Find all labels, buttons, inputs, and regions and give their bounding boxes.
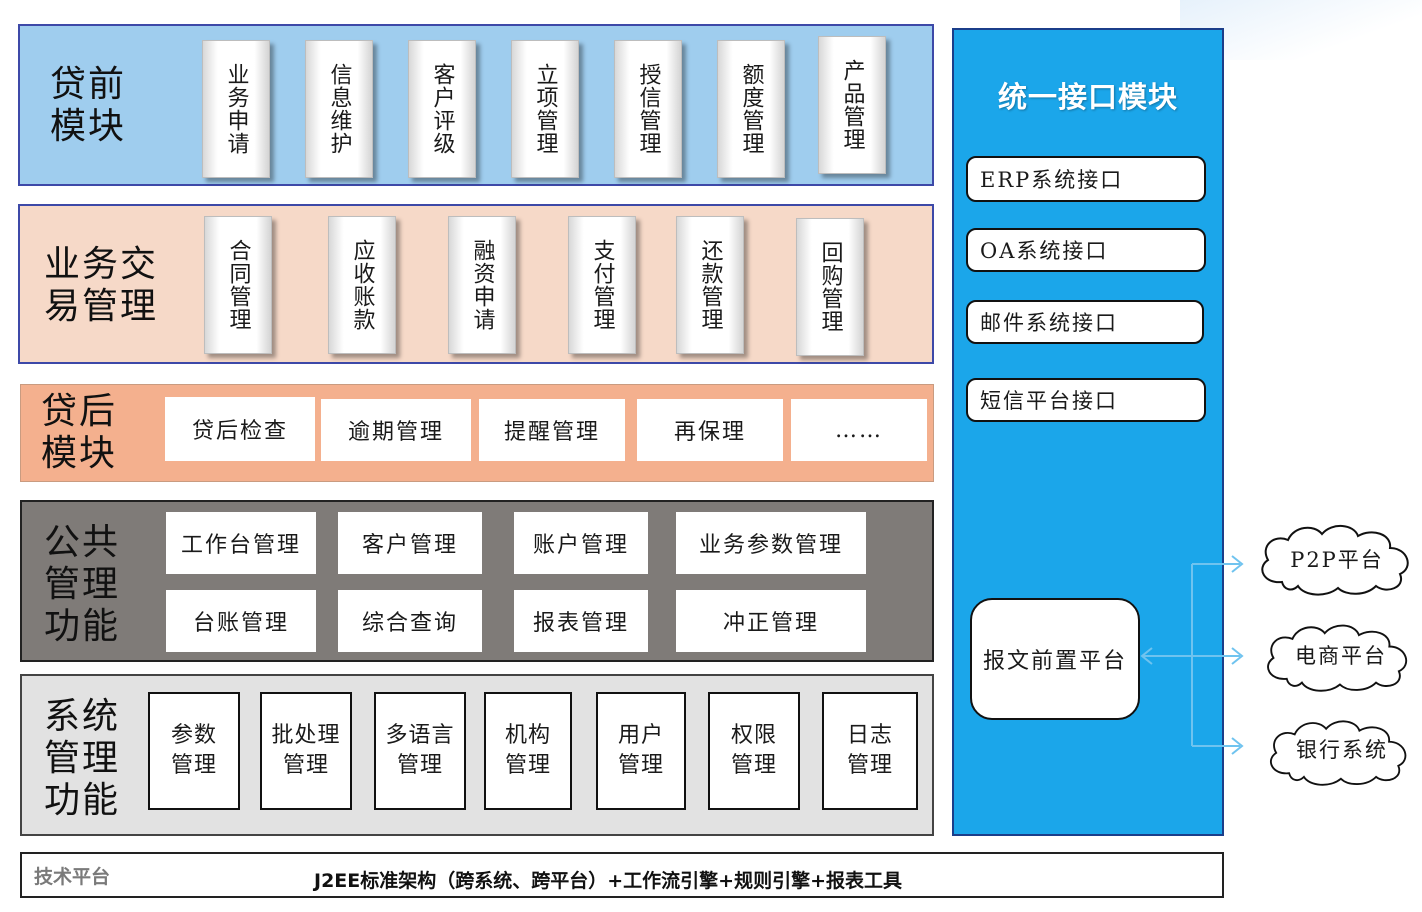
external-bank[interactable]: 银行系统: [1296, 738, 1388, 762]
common-title: 公共 管理 功能: [44, 522, 121, 647]
cloud-bank-icon: [1270, 720, 1407, 786]
common-item-workbench[interactable]: 工作台管理: [166, 512, 316, 574]
postloan-item-reminder[interactable]: 提醒管理: [479, 399, 625, 461]
cloud-ecommerce-icon: [1267, 624, 1408, 692]
postloan-item-refactoring[interactable]: 再保理: [637, 399, 783, 461]
system-title: 系统 管理 功能: [44, 696, 121, 821]
common-item-ledger[interactable]: 台账管理: [166, 590, 316, 652]
system-item-batch[interactable]: 批处理 管理: [260, 692, 352, 810]
interface-sms[interactable]: 短信平台接口: [966, 378, 1206, 422]
trade-item-receivables[interactable]: 应收账款: [328, 216, 396, 354]
preloan-item-project-manage[interactable]: 立项管理: [511, 40, 579, 178]
common-item-customer[interactable]: 客户管理: [338, 512, 482, 574]
preloan-title: 贷前 模块: [50, 64, 127, 147]
cloud-p2p-icon: [1261, 525, 1409, 596]
interface-module: 统一接口模块 ERP系统接口 OA系统接口 邮件系统接口 短信平台接口 报文前置…: [952, 28, 1224, 836]
system-item-org[interactable]: 机构 管理: [484, 692, 572, 810]
postloan-module: 贷后 模块 贷后检查 逾期管理 提醒管理 再保理 ……: [20, 384, 934, 482]
message-gateway[interactable]: 报文前置平台: [970, 598, 1140, 720]
postloan-item-check[interactable]: 贷后检查: [165, 397, 315, 461]
interface-title: 统一接口模块: [997, 80, 1178, 114]
external-ecommerce[interactable]: 电商平台: [1295, 644, 1387, 668]
system-item-user[interactable]: 用户 管理: [596, 692, 686, 810]
tech-platform-label: 技术平台: [34, 866, 111, 888]
preloan-item-business-apply[interactable]: 业务申请: [202, 40, 270, 178]
tech-platform-bar: 技术平台 J2EE标准架构（跨系统、跨平台）+工作流引擎+规则引擎+报表工具: [20, 852, 1224, 898]
preloan-item-info-maintain[interactable]: 信息维护: [305, 40, 373, 178]
common-item-account[interactable]: 账户管理: [514, 512, 648, 574]
trade-item-payment[interactable]: 支付管理: [568, 216, 636, 354]
system-item-i18n[interactable]: 多语言 管理: [374, 692, 466, 810]
system-item-permission[interactable]: 权限 管理: [708, 692, 800, 810]
interface-mail[interactable]: 邮件系统接口: [966, 300, 1204, 344]
interface-erp[interactable]: ERP系统接口: [966, 156, 1206, 202]
postloan-title: 贷后 模块: [41, 391, 118, 474]
trade-item-repayment[interactable]: 还款管理: [676, 216, 744, 354]
trade-item-buyback[interactable]: 回购管理: [796, 218, 864, 356]
trade-title: 业务交 易管理: [44, 244, 159, 327]
preloan-item-quota-manage[interactable]: 额度管理: [717, 40, 785, 178]
system-item-log[interactable]: 日志 管理: [822, 692, 918, 810]
postloan-item-more[interactable]: ……: [791, 399, 927, 461]
common-module: 公共 管理 功能 工作台管理 客户管理 账户管理 业务参数管理 台账管理 综合查…: [20, 500, 934, 662]
tech-platform-text: J2EE标准架构（跨系统、跨平台）+工作流引擎+规则引擎+报表工具: [314, 870, 903, 892]
postloan-item-overdue[interactable]: 逾期管理: [321, 399, 471, 461]
preloan-module: 贷前 模块 业务申请 信息维护 客户评级 立项管理 授信管理 额度管理 产品管理: [18, 24, 934, 186]
common-item-report[interactable]: 报表管理: [514, 590, 648, 652]
trade-module: 业务交 易管理 合同管理 应收账款 融资申请 支付管理 还款管理 回购管理: [18, 204, 934, 364]
preloan-item-product-manage[interactable]: 产品管理: [818, 36, 886, 174]
interface-oa[interactable]: OA系统接口: [966, 228, 1206, 272]
preloan-item-credit-manage[interactable]: 授信管理: [614, 40, 682, 178]
system-item-params[interactable]: 参数 管理: [148, 692, 240, 810]
external-p2p[interactable]: P2P平台: [1290, 548, 1384, 572]
preloan-item-customer-rating[interactable]: 客户评级: [408, 40, 476, 178]
common-item-reversal[interactable]: 冲正管理: [676, 590, 866, 652]
trade-item-contract[interactable]: 合同管理: [204, 216, 272, 354]
system-module: 系统 管理 功能 参数 管理 批处理 管理 多语言 管理 机构 管理 用户 管理…: [20, 674, 934, 836]
common-item-query[interactable]: 综合查询: [338, 590, 482, 652]
common-item-business-params[interactable]: 业务参数管理: [676, 512, 866, 574]
trade-item-financing-apply[interactable]: 融资申请: [448, 216, 516, 354]
